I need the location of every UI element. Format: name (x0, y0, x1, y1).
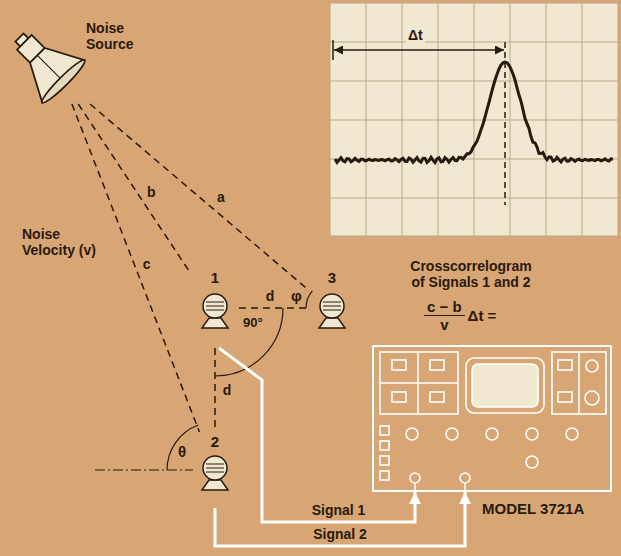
node-label: 1 (191, 269, 239, 286)
sound-path (90, 104, 308, 290)
crt-bezel (466, 358, 544, 413)
theta-arc (167, 425, 198, 470)
distance-label: d (264, 288, 277, 304)
knob (406, 428, 418, 440)
switch (430, 360, 444, 370)
formula-left: Δt = (465, 307, 500, 324)
sound-path (214, 348, 216, 432)
knob (586, 360, 598, 372)
divider (380, 382, 458, 384)
grid-line (330, 81, 618, 82)
right-angle-arc (215, 308, 283, 376)
velocity-label: Noise Velocity (v) (22, 226, 114, 258)
correlogram-screen (330, 3, 618, 236)
signal-wire (219, 348, 415, 522)
microphone-icon (319, 294, 345, 328)
knob (526, 456, 538, 468)
sound-path (239, 307, 308, 309)
microphone-icon (202, 294, 228, 328)
reference-line (95, 469, 193, 470)
switch (430, 392, 444, 402)
divider (578, 352, 580, 414)
microphone-head (320, 294, 344, 318)
phi-arc (306, 291, 312, 308)
push-button (380, 441, 389, 450)
grille-line (206, 302, 224, 303)
sound-path (72, 104, 200, 432)
knob (446, 428, 458, 440)
grid-line (330, 42, 618, 43)
grille-line (206, 472, 224, 473)
correlogram-caption: Crosscorrelogram of Signals 1 and 2 (404, 258, 538, 290)
peak-marker (504, 42, 506, 205)
angle-label: φ (291, 287, 302, 304)
grille-line (323, 306, 341, 307)
grille-line (323, 302, 341, 303)
fraction: c − bv (424, 298, 465, 334)
distance-label: a (215, 189, 227, 205)
push-button (380, 456, 389, 465)
instrument-panel (380, 352, 606, 492)
distance-label: b (145, 184, 158, 200)
microphone-head (203, 456, 227, 480)
grille-line (206, 464, 224, 465)
delay-arrow (334, 49, 504, 51)
switch (558, 360, 572, 370)
formula: c − bvΔt = (418, 298, 499, 334)
correlogram-panel: Δt (330, 3, 618, 236)
signal-name: Signal 2 (311, 526, 369, 542)
correlation-curve (335, 62, 613, 163)
switch (558, 392, 572, 402)
angle-label: 90° (243, 316, 263, 331)
signal-name: Signal 1 (310, 502, 368, 518)
distance-label: d (221, 382, 234, 398)
microphone-stand (202, 480, 228, 490)
node-label: MODEL 3721A (482, 500, 584, 517)
switch (392, 392, 406, 402)
input-jack (410, 473, 420, 483)
microphone-stand (319, 318, 345, 328)
grille-line (323, 310, 341, 311)
microphone-stand (202, 318, 228, 328)
cone-line (37, 55, 60, 78)
node-label: Noise Source (86, 20, 150, 52)
grid-line (330, 198, 618, 199)
microphone: 2 (191, 432, 239, 508)
crt-screen (472, 364, 538, 407)
formula-numerator: c − b (424, 298, 465, 316)
grille-line (206, 306, 224, 307)
switch (392, 360, 406, 370)
loudspeaker (0, 16, 88, 105)
push-button (380, 426, 389, 435)
grid-line (330, 120, 618, 121)
distance-label: c (141, 256, 153, 272)
microphone-head (203, 294, 227, 318)
node-label: 2 (191, 433, 239, 450)
input-jack (460, 473, 470, 483)
angle-label: θ (178, 443, 186, 460)
microphones (202, 294, 345, 490)
push-button (380, 471, 389, 480)
signal-wire (215, 492, 465, 546)
knob (486, 428, 498, 440)
noise-source: Noise Source (12, 18, 148, 104)
control-block (380, 352, 458, 414)
correlator-instrument: MODEL 3721A (372, 345, 612, 492)
origin-tick (332, 40, 334, 60)
microphone-icon (202, 456, 228, 490)
grid (330, 3, 618, 236)
grille-line (206, 310, 224, 311)
microphone: 3 (308, 268, 356, 348)
grille-line (206, 468, 224, 469)
knob (526, 428, 538, 440)
node-label: 3 (308, 269, 356, 286)
control-block (552, 352, 606, 414)
knob (566, 428, 578, 440)
formula-denominator: v (437, 316, 451, 333)
node-label: Δt (406, 27, 425, 43)
microphone: 1 (191, 268, 239, 348)
knob (585, 391, 599, 405)
